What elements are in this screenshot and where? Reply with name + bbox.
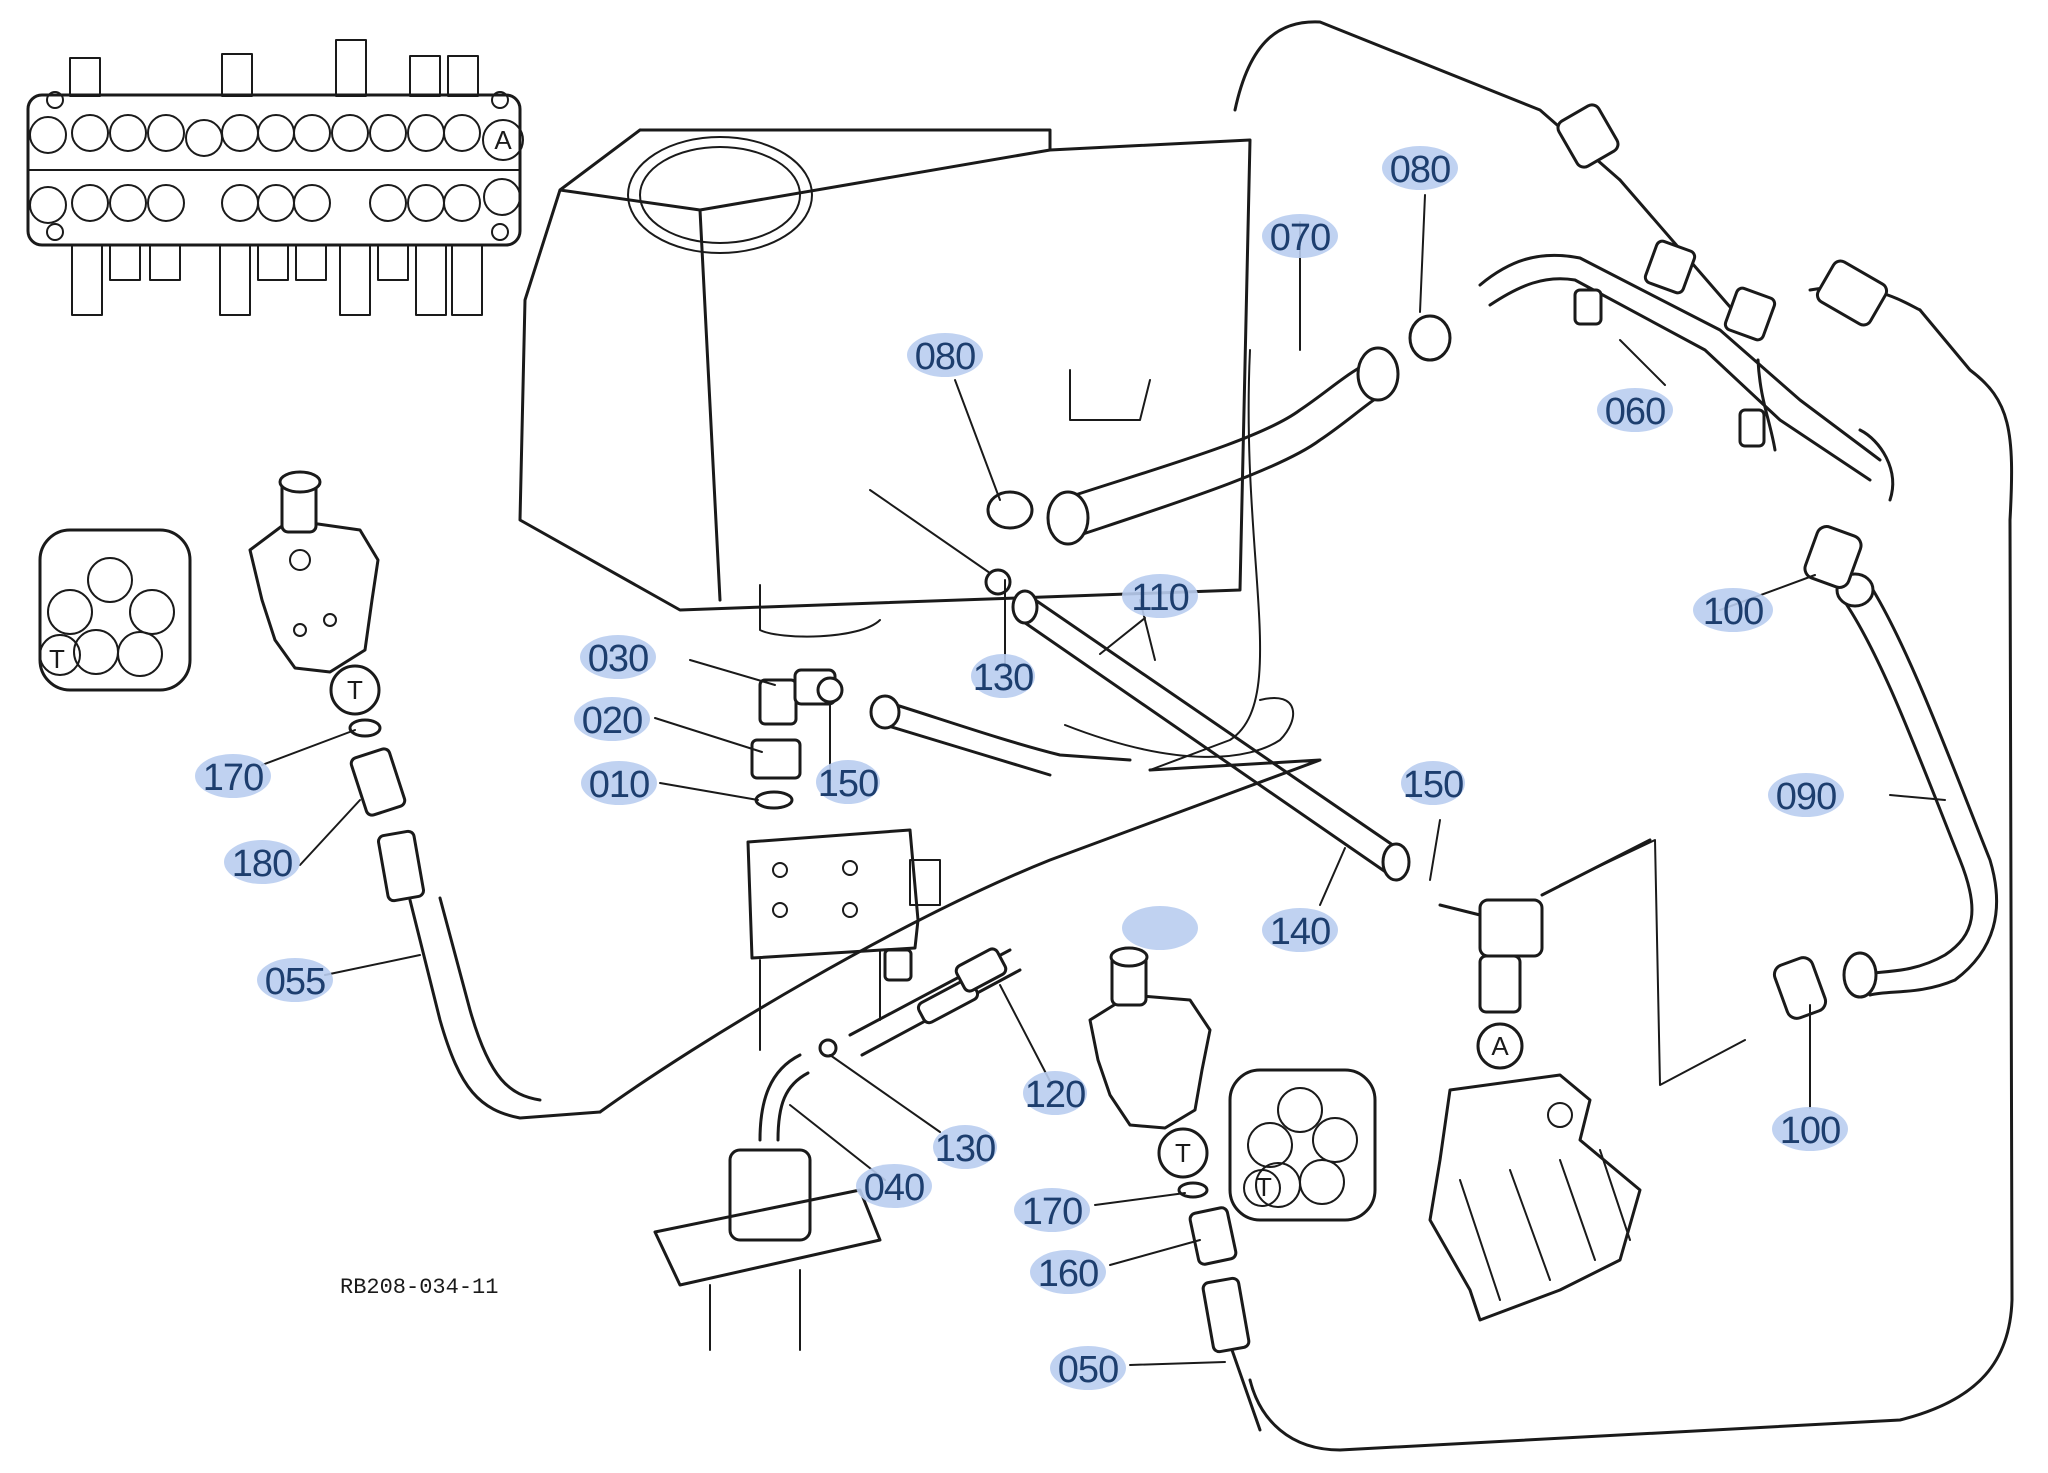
steering-unit-left (38, 470, 1322, 1120)
callout-080-upper: 080 (1390, 149, 1450, 191)
callout-120: 120 (1025, 1074, 1085, 1116)
callout-130-lower: 130 (935, 1128, 995, 1170)
steering-unit-right (1088, 946, 1377, 1432)
callout-070: 070 (1270, 217, 1330, 259)
callout-130-upper: 130 (973, 657, 1033, 699)
marker-t-right: T (1175, 1138, 1191, 1168)
callout-090: 090 (1776, 776, 1836, 818)
callout-highlights (195, 146, 1848, 1390)
hose-070 (986, 314, 1452, 546)
callout-110: 110 (1131, 577, 1189, 619)
callout-100-lower: 100 (1780, 1110, 1840, 1152)
callout-020: 020 (582, 700, 642, 742)
callout-100-upper: 100 (1703, 591, 1763, 633)
callout-140: 140 (1270, 911, 1330, 953)
callout-080-lower: 080 (915, 336, 975, 378)
callout-010: 010 (589, 764, 649, 806)
marker-t-left-port: T (49, 644, 65, 674)
hose-090 (1772, 525, 1998, 1020)
callout-055: 055 (265, 961, 325, 1003)
callout-030: 030 (588, 638, 648, 680)
elbow-fitting-a (1438, 838, 1746, 1086)
marker-a-bottom: A (1491, 1031, 1509, 1061)
control-valve-block (26, 39, 524, 316)
callout-050: 050 (1058, 1349, 1118, 1391)
callout-040: 040 (864, 1167, 924, 1209)
callout-180: 180 (232, 843, 292, 885)
callout-150-left: 150 (818, 763, 878, 805)
marker-t-right-port: T (1256, 1172, 1272, 1202)
leader-lines (261, 194, 1946, 1366)
callout-170-right: 170 (1022, 1191, 1082, 1233)
hydraulic-tank (518, 128, 1262, 771)
callout-170-left: 170 (203, 757, 263, 799)
callout-150-right: 150 (1403, 764, 1463, 806)
return-lines (1233, 20, 2014, 1452)
pump-fittings (746, 668, 1132, 1051)
hose-120-filter (653, 947, 1022, 1351)
marker-a-top: A (494, 125, 512, 155)
marker-t-left: T (347, 675, 363, 705)
hose-110-140 (869, 489, 1411, 882)
callout-160: 160 (1038, 1253, 1098, 1295)
callout-labels: 080 070 080 060 100 110 130 030 020 010 … (203, 149, 1841, 1391)
drawing-reference: RB208-034-11 (340, 1275, 498, 1300)
callout-060: 060 (1605, 391, 1665, 433)
valve-section-lower (1428, 1022, 1642, 1322)
